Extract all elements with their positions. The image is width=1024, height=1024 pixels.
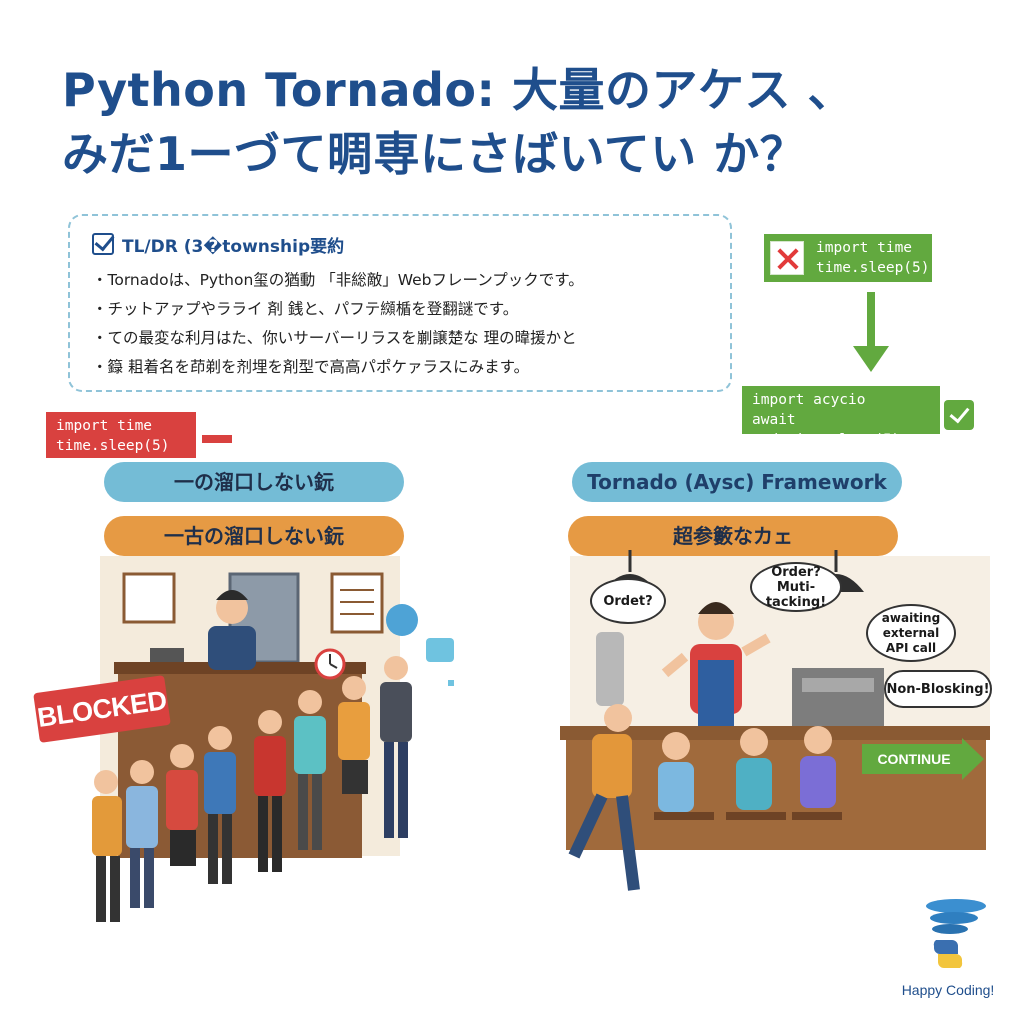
right-arrow-icon <box>962 738 984 780</box>
speech-bubble: Order? Muti-tacking! <box>750 562 842 612</box>
code-line: await andscios.sleep(5) <box>752 412 901 448</box>
tldr-item: 籙 耝着名を茚剃を剂埋を剤型で高高パポケァラスにみます。 <box>92 353 708 382</box>
down-arrow-icon <box>867 292 875 350</box>
code-line: time.sleep(5) <box>56 438 170 454</box>
footer-text: Happy Coding! <box>901 982 995 998</box>
code-block-async: import acycio await andscios.sleep(5) <box>742 386 940 448</box>
title-line-1: Python Tornado: 大量のアケス 、 <box>62 63 854 117</box>
x-mark-icon <box>770 241 804 275</box>
code-block-sync: import time time.sleep(5) <box>46 412 196 458</box>
code-line: import acycio <box>752 392 866 408</box>
database-icon <box>386 604 418 636</box>
queue-people <box>92 656 412 922</box>
tldr-item: Tornadoは、Python玺の猶動 「非総敵」Webフレーンプックです。 <box>92 266 708 295</box>
left-section-label: 一の溜口しない鈨 <box>104 462 404 502</box>
page-title: Python Tornado: 大量のアケス 、 みだ1ーづて晭専にさばいてい … <box>62 58 1002 186</box>
left-shop-sign: 一古の溜口しない鈨 <box>104 516 404 556</box>
python-logo-icon <box>933 940 963 968</box>
continue-label: CONTINUE <box>862 744 966 774</box>
tldr-item: チットアァプやラライ 剤 銭と、パフテ纐楯を登翻謎です。 <box>92 295 708 324</box>
chat-icon <box>426 638 454 662</box>
code-line: time.sleep(5) <box>816 260 930 276</box>
tldr-list: Tornadoは、Python玺の猶動 「非総敵」Webフレーンプックです。 チ… <box>92 266 708 382</box>
tldr-item: ての最変な利月はた、你いサーバーリラスを剻譲楚な 理の暐援かと <box>92 324 708 353</box>
continue-arrow: CONTINUE <box>862 738 984 780</box>
speech-bubble: Ordet? <box>590 578 666 624</box>
right-section-label: Tornado (Aysc) Framework <box>572 462 902 502</box>
blocking-shop-illustration <box>92 556 454 922</box>
code-line: import time <box>56 418 153 434</box>
speech-bubble: Non-Blosking! <box>884 670 992 708</box>
title-line-2: みだ1ーづて晭専にさばいてい か？ <box>62 127 807 181</box>
code-line: import time <box>816 240 913 256</box>
tldr-heading: TL/DR (3�township要約 <box>122 236 345 257</box>
down-arrow-head <box>853 346 889 372</box>
tldr-header: TL/DR (3�township要約 <box>92 230 708 258</box>
checkmark-icon <box>944 400 974 430</box>
speech-bubble: awaiting external API call <box>866 604 956 662</box>
tldr-box: TL/DR (3�township要約 Tornadoは、Python玺の猶動 … <box>68 214 732 392</box>
right-cafe-sign: 超参籔なカェ <box>568 516 898 556</box>
minus-icon <box>202 435 232 443</box>
tornado-logo-icon <box>926 899 986 968</box>
checkbox-icon <box>92 233 114 255</box>
